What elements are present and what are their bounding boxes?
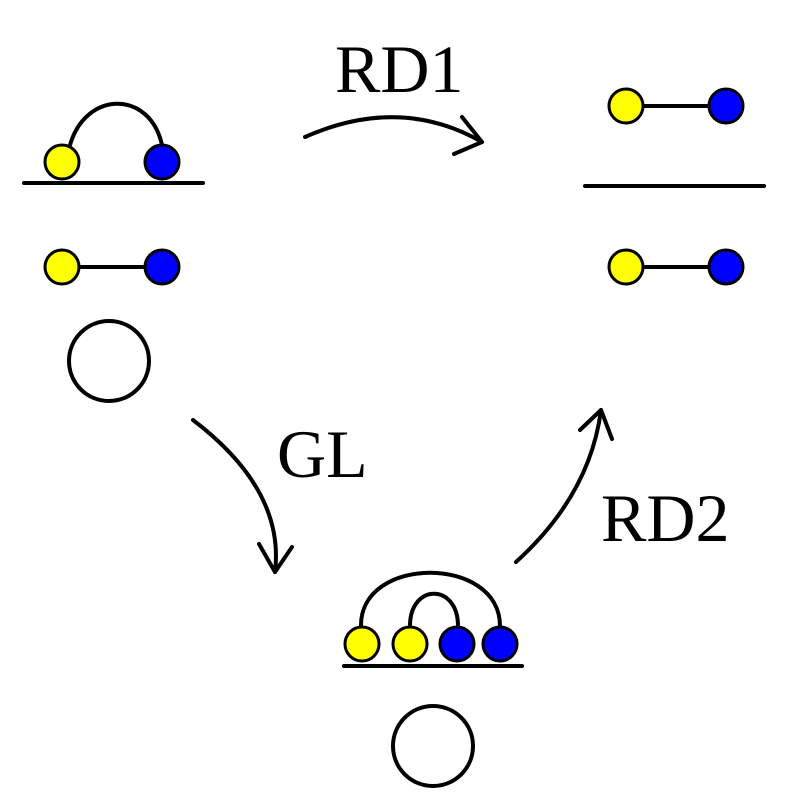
loop-top-left xyxy=(68,101,164,147)
label-rd1: RD1 xyxy=(335,31,463,107)
state-top-left xyxy=(22,101,205,403)
yellow-bead xyxy=(343,625,381,663)
blue-bead xyxy=(481,625,519,663)
blue-bead xyxy=(707,87,745,125)
blue-bead xyxy=(143,248,181,286)
yellow-bead xyxy=(607,87,645,125)
empty-circle-bottom xyxy=(391,704,475,788)
yellow-bead xyxy=(607,248,645,286)
arrow-rd2-head xyxy=(578,408,614,441)
arrow-rd2 xyxy=(514,408,614,564)
yellow-bead xyxy=(391,625,429,663)
arrow-rd1-head xyxy=(452,115,484,156)
arrow-rd1-shaft xyxy=(303,115,484,144)
arrow-gl-shaft xyxy=(191,418,278,574)
yellow-bead xyxy=(43,248,81,286)
label-rd2: RD2 xyxy=(601,480,729,556)
outer-loop-bottom xyxy=(358,570,502,628)
arrow-rd2-shaft xyxy=(514,408,603,564)
state-bottom-center xyxy=(342,570,524,788)
blue-bead xyxy=(438,625,476,663)
blue-bead xyxy=(143,143,181,181)
arrow-rd1 xyxy=(303,115,484,156)
blue-bead xyxy=(707,248,745,286)
inner-loop-bottom xyxy=(408,591,460,628)
empty-circle-top-left xyxy=(67,319,151,403)
label-gl: GL xyxy=(277,416,368,492)
arrow-gl-head xyxy=(257,542,294,574)
yellow-bead xyxy=(43,143,81,181)
state-top-right xyxy=(583,87,766,286)
arrow-gl xyxy=(191,418,294,574)
